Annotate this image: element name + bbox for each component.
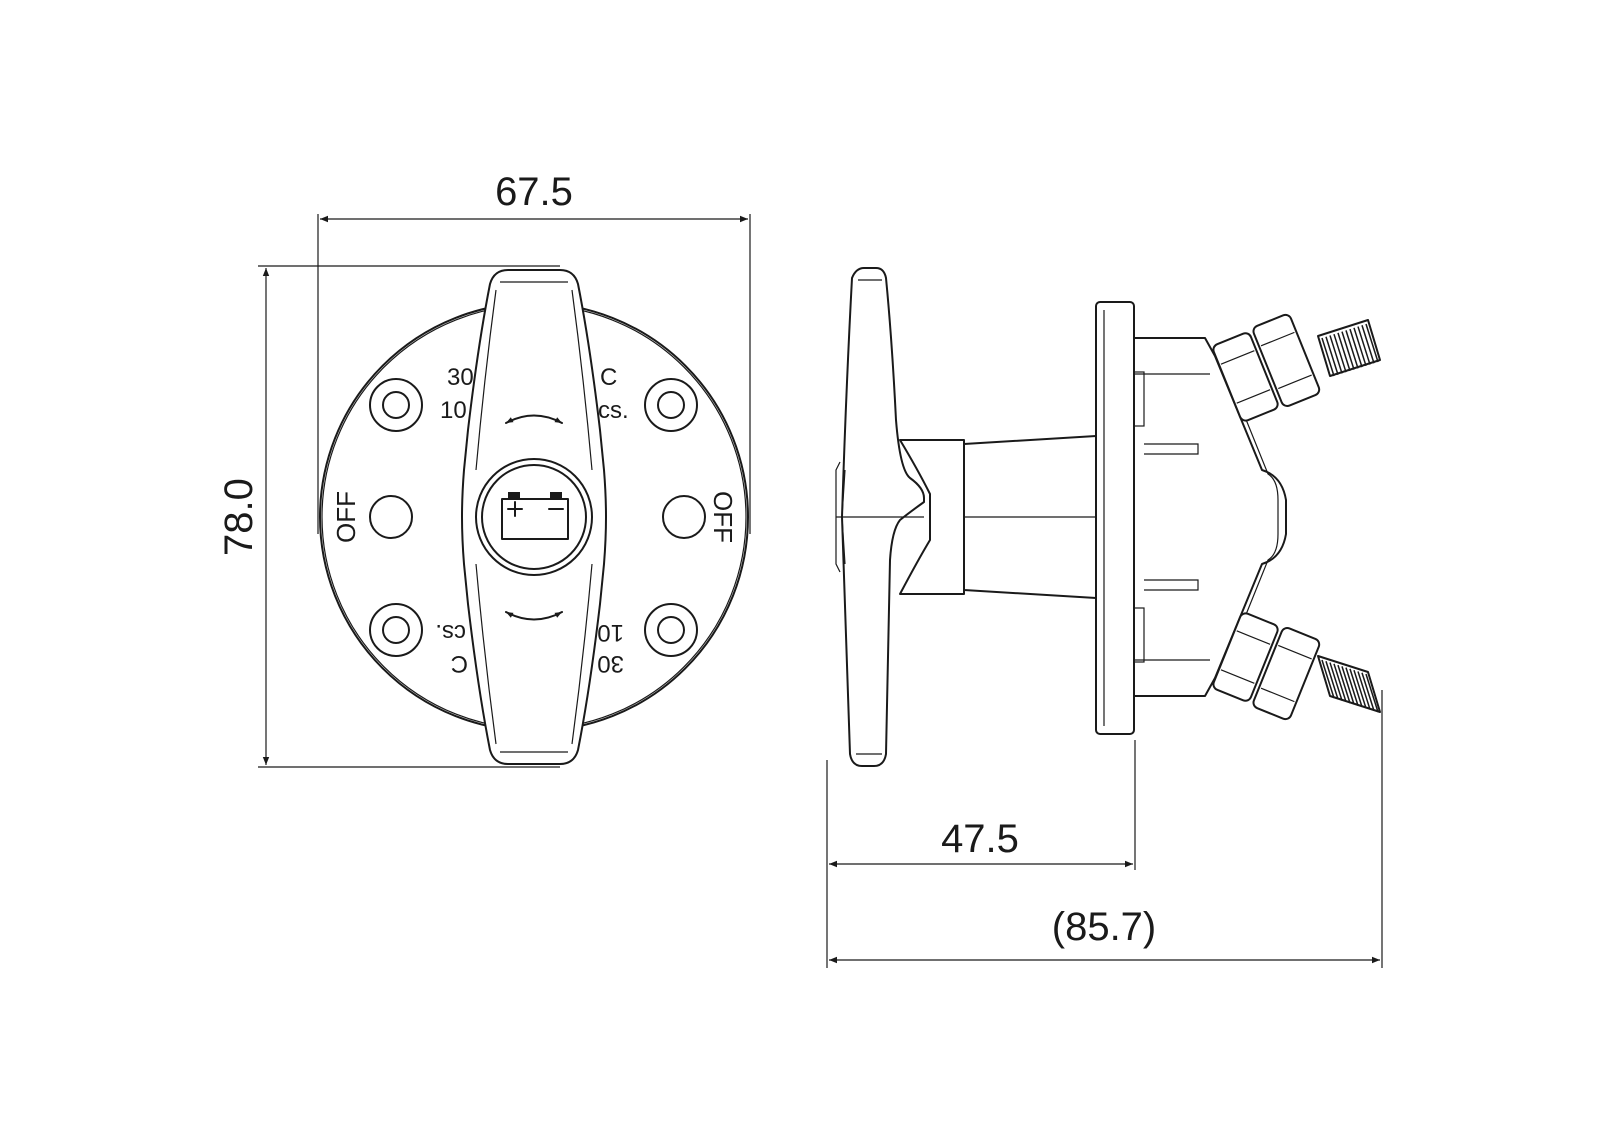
front-view: 67.5 78.0 30 10 C cs. cs. C 10 30 bbox=[217, 170, 751, 768]
center-hub-outer bbox=[475, 458, 593, 576]
off-label-left: OFF bbox=[331, 491, 361, 543]
hole-bottom-left-outer bbox=[369, 603, 423, 657]
shaft-neck bbox=[899, 439, 965, 595]
center-hub-inner bbox=[481, 464, 587, 570]
rotate-arrow-top-icon bbox=[505, 414, 563, 424]
depth-dimension-text: 47.5 bbox=[941, 817, 1019, 861]
housing-rib-bottom bbox=[1144, 579, 1199, 591]
thread-line bbox=[1321, 659, 1335, 699]
rating-text-bottom-right-1: 10 bbox=[597, 619, 624, 646]
handle-right-contour bbox=[571, 289, 593, 471]
thread-line bbox=[1333, 333, 1347, 373]
terminal-upper bbox=[1212, 313, 1381, 422]
thread-line bbox=[1361, 325, 1375, 364]
hole-top-left-outer bbox=[369, 378, 423, 432]
lower-stud-thread bbox=[1321, 659, 1379, 713]
thread-line bbox=[1349, 668, 1363, 708]
mounting-holes bbox=[369, 378, 706, 657]
rating-text-top-right-1: C bbox=[600, 364, 617, 391]
hole-top-right-outer bbox=[644, 378, 698, 432]
upper-nut-2 bbox=[1252, 313, 1321, 407]
thread-line bbox=[1361, 672, 1375, 711]
rating-text-bottom-left-1: cs. bbox=[435, 619, 466, 646]
rating-text-bottom-left-2: C bbox=[451, 650, 468, 677]
height-dimension-text: 78.0 bbox=[217, 478, 261, 556]
housing-tab-bottom bbox=[1133, 607, 1145, 663]
battery-icon bbox=[501, 492, 569, 540]
hole-bottom-left-inner bbox=[382, 616, 410, 644]
hole-bottom-right-outer bbox=[644, 603, 698, 657]
thread-line bbox=[1325, 661, 1339, 700]
thread-line bbox=[1357, 671, 1371, 710]
thread-line bbox=[1345, 330, 1359, 369]
thread-line bbox=[1325, 336, 1339, 375]
rating-text-top-left-2: 10 bbox=[440, 397, 467, 424]
hole-top-left-inner bbox=[382, 391, 410, 419]
housing-tab-top bbox=[1133, 371, 1145, 427]
rating-text-top-left-1: 30 bbox=[447, 364, 474, 391]
housing-contour bbox=[1221, 359, 1279, 675]
thread-line bbox=[1365, 323, 1379, 363]
off-label-right: OFF bbox=[708, 491, 738, 543]
lower-nut-2 bbox=[1252, 627, 1321, 721]
thread-line bbox=[1341, 331, 1355, 370]
thread-line bbox=[1365, 673, 1379, 713]
handle-profile-edges bbox=[856, 279, 882, 755]
thread-line bbox=[1337, 664, 1351, 704]
lower-nut-1 bbox=[1212, 612, 1279, 702]
thread-line bbox=[1345, 667, 1359, 706]
handle-right-contour-lower bbox=[571, 563, 593, 745]
thread-line bbox=[1353, 669, 1367, 709]
thread-line bbox=[1321, 337, 1335, 377]
rotate-arrow-bottom-icon bbox=[505, 611, 563, 621]
overall-dimension-text: (85.7) bbox=[1052, 905, 1157, 949]
hole-top-right-inner bbox=[657, 391, 685, 419]
mounting-flange bbox=[1095, 301, 1135, 735]
width-dimension-text: 67.5 bbox=[495, 170, 573, 214]
handle-left-contour bbox=[475, 289, 497, 471]
housing-rib-top bbox=[1144, 443, 1199, 455]
side-view: 47.5 (85.7) bbox=[826, 267, 1383, 968]
rear-housing bbox=[1133, 337, 1287, 697]
thread-line bbox=[1357, 326, 1371, 365]
terminal-lower bbox=[1212, 612, 1381, 721]
thread-line bbox=[1329, 335, 1343, 374]
handle-left-contour-lower bbox=[475, 563, 497, 745]
upper-nut-1 bbox=[1212, 332, 1279, 422]
lower-stud bbox=[1317, 655, 1381, 713]
rating-text-top-right-2: cs. bbox=[598, 397, 629, 424]
thread-line bbox=[1329, 662, 1343, 701]
upper-stud-thread bbox=[1321, 323, 1379, 377]
rating-text-bottom-right-2: 30 bbox=[597, 650, 624, 677]
hole-bottom-right-inner bbox=[657, 616, 685, 644]
thread-line bbox=[1341, 666, 1355, 705]
thread-line bbox=[1349, 328, 1363, 368]
hole-left bbox=[369, 495, 413, 539]
thread-line bbox=[1333, 663, 1347, 703]
thread-line bbox=[1353, 327, 1367, 367]
thread-line bbox=[1337, 332, 1351, 372]
hole-right bbox=[662, 495, 706, 539]
